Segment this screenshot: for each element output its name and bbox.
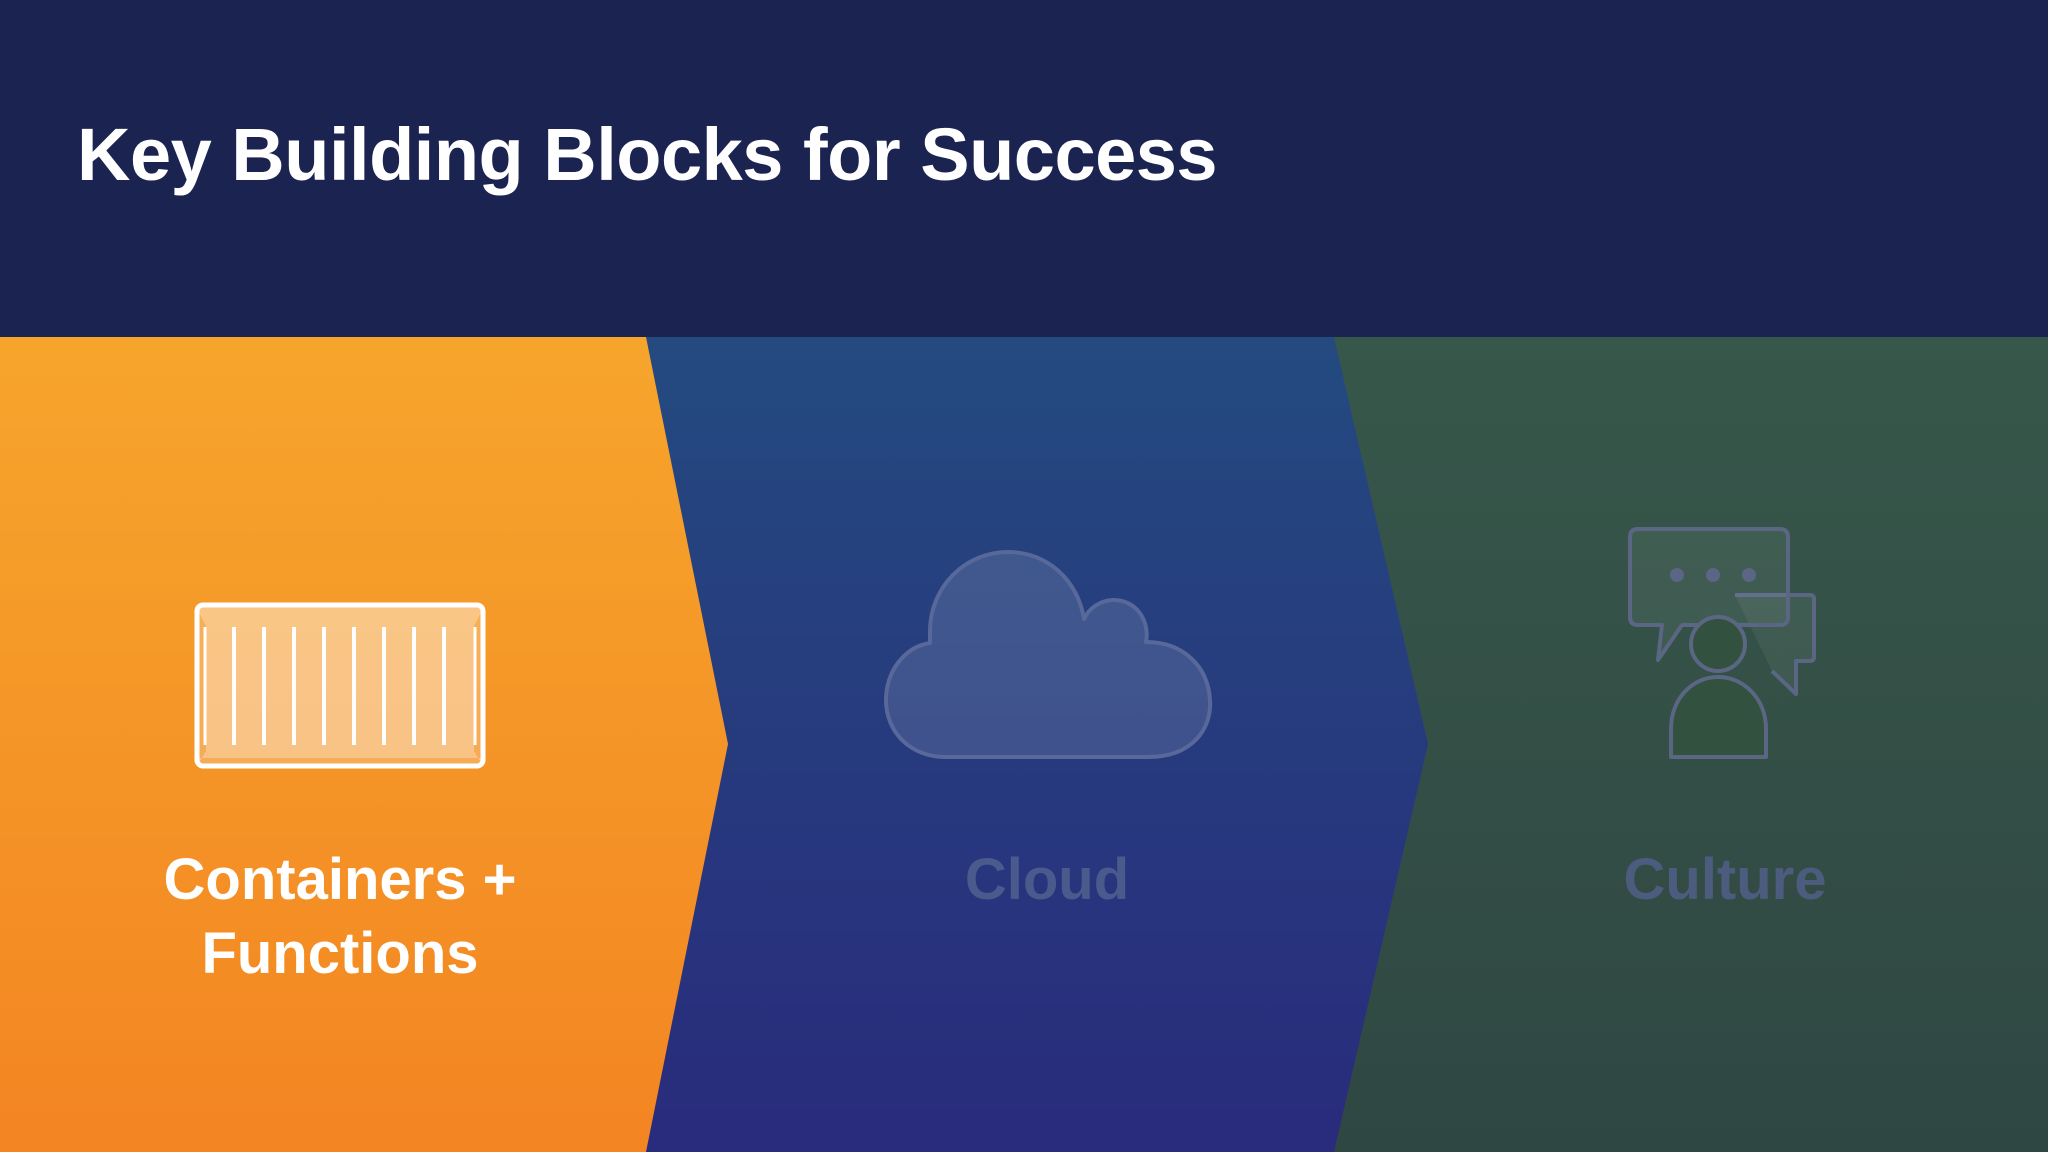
block-label-containers-line1: Containers + — [163, 847, 517, 912]
header-bar: Key Building Blocks for Success — [0, 0, 2048, 337]
block-label-containers-line2: Functions — [201, 921, 479, 986]
block-label-cloud: Cloud — [964, 847, 1130, 912]
containers-block — [0, 337, 728, 1152]
person-chat-icon — [1628, 527, 1816, 759]
shipping-container-icon — [194, 602, 486, 769]
block-label-containers-functions: Containers + Functions — [90, 843, 590, 991]
building-blocks-band — [0, 337, 2048, 1152]
block-label-culture: Culture — [1623, 847, 1827, 912]
cloud-icon — [884, 550, 1213, 759]
slide-title: Key Building Blocks for Success — [77, 113, 1218, 196]
